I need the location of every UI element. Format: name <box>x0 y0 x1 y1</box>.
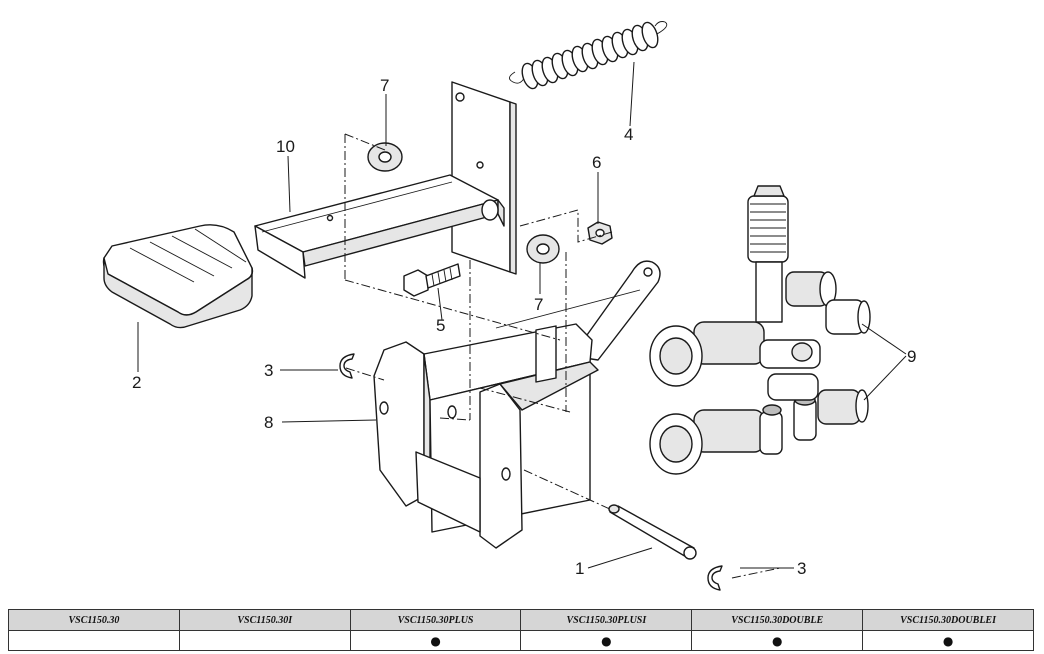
circlip-part <box>339 353 355 379</box>
pin-part <box>608 504 697 560</box>
model-variant-table: VSC1150.30 VSC1150.30I VSC1150.30PLUS VS… <box>8 609 1034 651</box>
callout-4: 4 <box>624 125 633 144</box>
callout-3-left: 3 <box>264 361 273 380</box>
leader-lines <box>137 61 907 569</box>
lever-arm-part <box>495 260 661 361</box>
table-row: ● ● ● ● <box>8 630 1034 651</box>
callout-10: 10 <box>276 137 295 156</box>
valve-assembly-part <box>649 185 871 475</box>
column-header: VSC1150.30DOUBLE <box>691 609 864 631</box>
spring-part <box>509 21 668 90</box>
table-cell: ● <box>349 630 522 651</box>
column-header: VSC1150.30PLUSI <box>520 609 693 631</box>
callout-6: 6 <box>592 153 601 172</box>
table-cell: ● <box>862 630 1034 651</box>
table-cell <box>8 630 180 651</box>
exploded-parts-diagram: 7 10 4 6 7 5 2 3 8 1 3 9 <box>102 21 916 591</box>
column-header: VSC1150.30PLUS <box>349 609 522 631</box>
circlip-part <box>707 565 723 591</box>
bolt-part <box>403 263 461 297</box>
column-header: VSC1150.30 <box>8 609 180 631</box>
table-cell: ● <box>520 630 693 651</box>
callout-8: 8 <box>264 413 273 432</box>
table-cell: ● <box>691 630 864 651</box>
assembly-centerlines <box>344 133 781 579</box>
housing-bracket-part <box>373 323 599 549</box>
callout-5: 5 <box>436 316 445 335</box>
callout-3-right: 3 <box>797 559 806 578</box>
mounting-plate-part <box>451 81 517 275</box>
pedal-pad-part <box>102 224 254 329</box>
table-cell <box>178 630 351 651</box>
table-header-row: VSC1150.30 VSC1150.30I VSC1150.30PLUS VS… <box>8 609 1034 631</box>
column-header: VSC1150.30DOUBLEI <box>862 609 1034 631</box>
callout-9: 9 <box>907 347 916 366</box>
callout-2: 2 <box>132 373 141 392</box>
washer-part <box>367 142 403 172</box>
callout-7-bottom: 7 <box>534 295 543 314</box>
column-header: VSC1150.30I <box>178 609 351 631</box>
callout-7-top: 7 <box>380 76 389 95</box>
callout-1: 1 <box>575 559 584 578</box>
washer-part <box>526 234 560 264</box>
pedal-support-part <box>254 174 505 279</box>
